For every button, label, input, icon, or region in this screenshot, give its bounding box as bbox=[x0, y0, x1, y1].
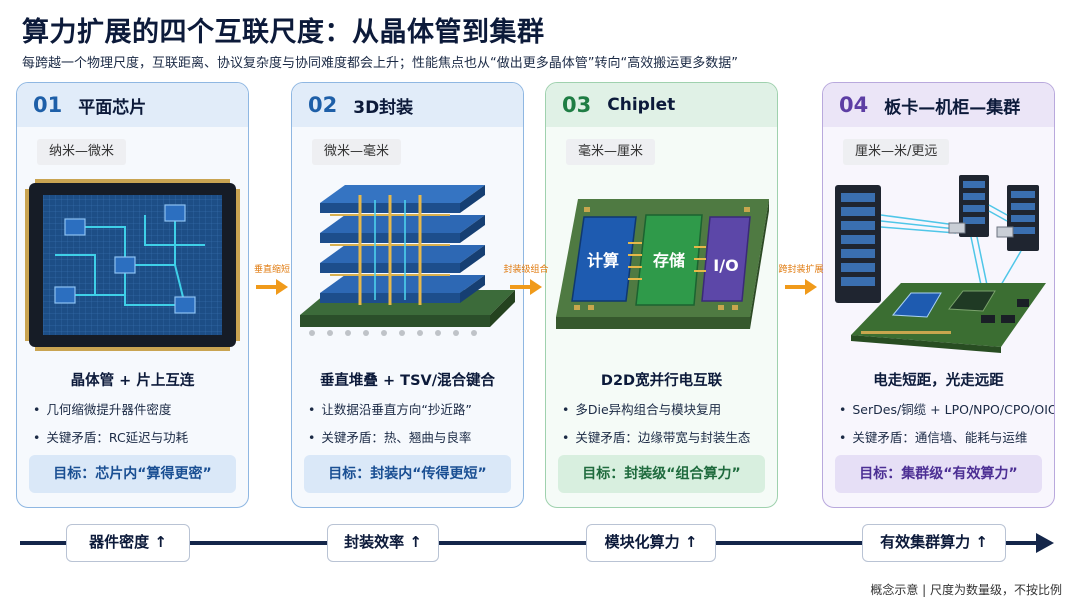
bullet-item: SerDes/铜缆 + LPO/NPO/CPO/OIO bbox=[839, 399, 1054, 418]
card-name: Chiplet bbox=[607, 95, 676, 115]
arrow-right-icon bbox=[510, 279, 542, 295]
server-rack-icon bbox=[1007, 185, 1039, 251]
card-header: 02 3D封装 bbox=[292, 83, 523, 127]
axis-arrow-head-icon bbox=[1036, 533, 1054, 553]
footnote: 概念示意 | 尺度为数量级，不按比例 bbox=[870, 583, 1062, 597]
bullet-list: 多Die异构组合与模块复用 关键矛盾：边缘带宽与封装生态 bbox=[562, 399, 771, 455]
connector-label: 垂直缩短 bbox=[253, 265, 290, 275]
bullet-item: 让数据沿垂直方向“抄近路” bbox=[308, 399, 517, 418]
card-subhead: 电走短距，光走远距 bbox=[873, 373, 1004, 389]
bullet-item: 关键矛盾：边缘带宽与封装生态 bbox=[562, 427, 771, 446]
card-number: 03 bbox=[562, 93, 592, 117]
card-name: 板卡—机柜—集群 bbox=[884, 97, 1021, 118]
card-number: 01 bbox=[33, 93, 63, 117]
die-io bbox=[701, 216, 751, 302]
page-title: 算力扩展的四个互联尺度：从晶体管到集群 bbox=[22, 17, 545, 48]
axis-label-cluster-compute: 有效集群算力 ↑ bbox=[862, 524, 1006, 562]
planar-chip-illustration bbox=[25, 179, 240, 351]
scale-tag: 纳米—微米 bbox=[37, 139, 127, 165]
bullet-list: 几何缩微提升器件密度 关键矛盾：RC延迟与功耗 bbox=[33, 399, 242, 455]
bullet-item: 关键矛盾：热、翘曲与良率 bbox=[308, 427, 517, 446]
goal-box: 目标：封装级“组合算力” bbox=[558, 455, 765, 493]
arrow-right-icon bbox=[785, 279, 817, 295]
connector-cross-package: 跨封装扩展 bbox=[778, 262, 824, 312]
card-name: 3D封装 bbox=[353, 97, 414, 118]
die-label-compute: 计算 bbox=[587, 251, 619, 270]
die-label-io: I/O bbox=[713, 256, 738, 275]
card-header: 01 平面芯片 bbox=[17, 83, 248, 127]
card-name: 平面芯片 bbox=[78, 97, 147, 118]
card-number: 04 bbox=[839, 93, 869, 117]
bullet-item: 关键矛盾：通信墙、能耗与运维 bbox=[839, 427, 1048, 446]
die-memory bbox=[635, 214, 703, 306]
goal-box: 目标：集群级“有效算力” bbox=[835, 455, 1042, 493]
scale-tag: 毫米—厘米 bbox=[566, 139, 656, 165]
bullet-item: 几何缩微提升器件密度 bbox=[33, 399, 242, 418]
axis-label-modular-compute: 模块化算力 ↑ bbox=[586, 524, 716, 562]
arrow-right-icon bbox=[256, 279, 288, 295]
bullet-item: 多Die异构组合与模块复用 bbox=[562, 399, 771, 418]
connector-vertical-shorten: 垂直缩短 bbox=[252, 262, 292, 312]
card-subhead: 垂直堆叠 + TSV/混合键合 bbox=[319, 373, 496, 389]
bullet-list: 让数据沿垂直方向“抄近路” 关键矛盾：热、翘曲与良率 bbox=[308, 399, 517, 455]
connector-package-combine: 封装级组合 bbox=[503, 262, 549, 312]
connector-label: 跨封装扩展 bbox=[778, 265, 824, 275]
goal-box: 目标：封装内“传得更短” bbox=[304, 455, 511, 493]
cluster-illustration bbox=[835, 175, 1046, 353]
scale-tag: 微米—毫米 bbox=[312, 139, 402, 165]
scale-tag: 厘米—米/更远 bbox=[843, 139, 950, 165]
server-rack-icon bbox=[959, 175, 989, 237]
bullet-list: SerDes/铜缆 + LPO/NPO/CPO/OIO 关键矛盾：通信墙、能耗与… bbox=[839, 399, 1054, 455]
axis-label-device-density: 器件密度 ↑ bbox=[66, 524, 190, 562]
chiplet-illustration: 计算 存储 I/O bbox=[556, 199, 769, 329]
bullet-item: 关键矛盾：RC延迟与功耗 bbox=[33, 427, 242, 446]
card-chiplet: 03 Chiplet 毫米—厘米 计算 存储 I/O D2D宽并行电互联 bbox=[545, 82, 778, 508]
connector-label: 封装级组合 bbox=[503, 265, 549, 275]
goal-box: 目标：芯片内“算得更密” bbox=[29, 455, 236, 493]
die-label-memory: 存储 bbox=[653, 251, 685, 270]
card-number: 02 bbox=[308, 93, 338, 117]
3d-stack-illustration bbox=[300, 185, 515, 336]
card-board-rack-cluster: 04 板卡—机柜—集群 厘米—米/更远 bbox=[822, 82, 1055, 508]
card-header: 04 板卡—机柜—集群 bbox=[823, 83, 1054, 127]
card-header: 03 Chiplet bbox=[546, 83, 777, 127]
card-subhead: D2D宽并行电互联 bbox=[600, 373, 723, 389]
axis-label-package-efficiency: 封装效率 ↑ bbox=[327, 524, 439, 562]
card-subhead: 晶体管 + 片上互连 bbox=[70, 373, 195, 389]
server-rack-icon bbox=[835, 185, 881, 303]
die-compute bbox=[571, 216, 637, 302]
progress-axis-line bbox=[20, 541, 1038, 545]
card-planar-chip: 01 平面芯片 纳米—微米 bbox=[16, 82, 249, 508]
page-subtitle: 每跨越一个物理尺度，互联距离、协议复杂度与协同难度都会上升；性能焦点也从“做出更… bbox=[22, 56, 738, 71]
card-3d-packaging: 02 3D封装 微米—毫米 bbox=[291, 82, 524, 508]
